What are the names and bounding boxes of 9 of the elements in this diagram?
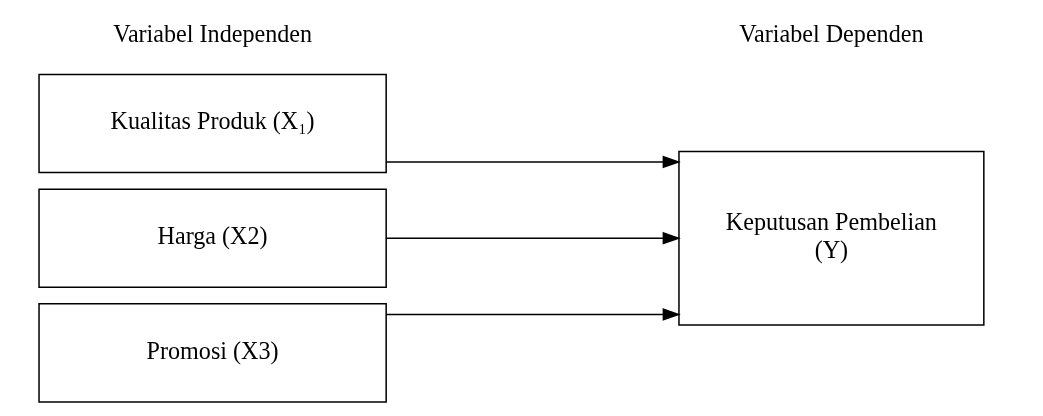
node-box: Kualitas Produk (X₁) [37,73,387,174]
label: Variabel Independen [112,19,312,47]
arrow [384,231,681,245]
arrow [384,308,681,321]
node-box: Harga (X2) [37,188,387,288]
label: Variabel Dependen [738,19,923,47]
node-box: Keputusan Pembelian (Y) [677,150,985,326]
arrow [384,155,681,169]
node-box: Promosi (X3) [37,303,387,403]
